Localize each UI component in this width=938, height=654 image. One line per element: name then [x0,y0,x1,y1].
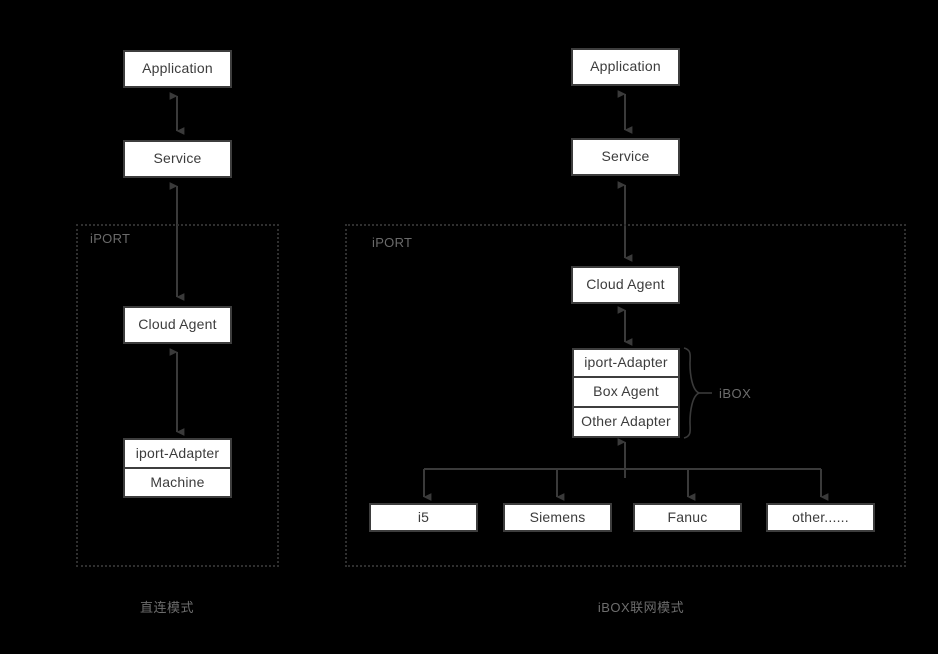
right-iport-zone [345,224,906,567]
machine-node-siemens[interactable]: Siemens [503,503,612,532]
machine-node-other[interactable]: other...... [766,503,875,532]
left-cloud-agent-node[interactable]: Cloud Agent [123,306,232,344]
right-cloud-agent-node[interactable]: Cloud Agent [571,266,680,304]
right-service-node[interactable]: Service [571,138,680,176]
left-machine-node[interactable]: Machine [123,468,232,498]
machine-node-fanuc[interactable]: Fanuc [633,503,742,532]
machine-node-i5[interactable]: i5 [369,503,478,532]
right-iport-zone-label: iPORT [372,235,413,250]
left-service-node[interactable]: Service [123,140,232,178]
left-iport-zone [76,224,279,567]
right-diagram-caption: iBOX联网模式 [597,600,685,615]
left-iport-zone-label: iPORT [90,231,131,246]
right-application-node[interactable]: Application [571,48,680,86]
left-iport-adapter-node[interactable]: iport-Adapter [123,438,232,468]
ibox-brace-label: iBOX [719,386,752,401]
left-application-node[interactable]: Application [123,50,232,88]
right-box-agent-node[interactable]: Box Agent [572,377,680,407]
right-other-adapter-node[interactable]: Other Adapter [572,407,680,438]
right-iport-adapter-node[interactable]: iport-Adapter [572,348,680,377]
left-diagram-caption: 直连模式 [139,600,194,615]
